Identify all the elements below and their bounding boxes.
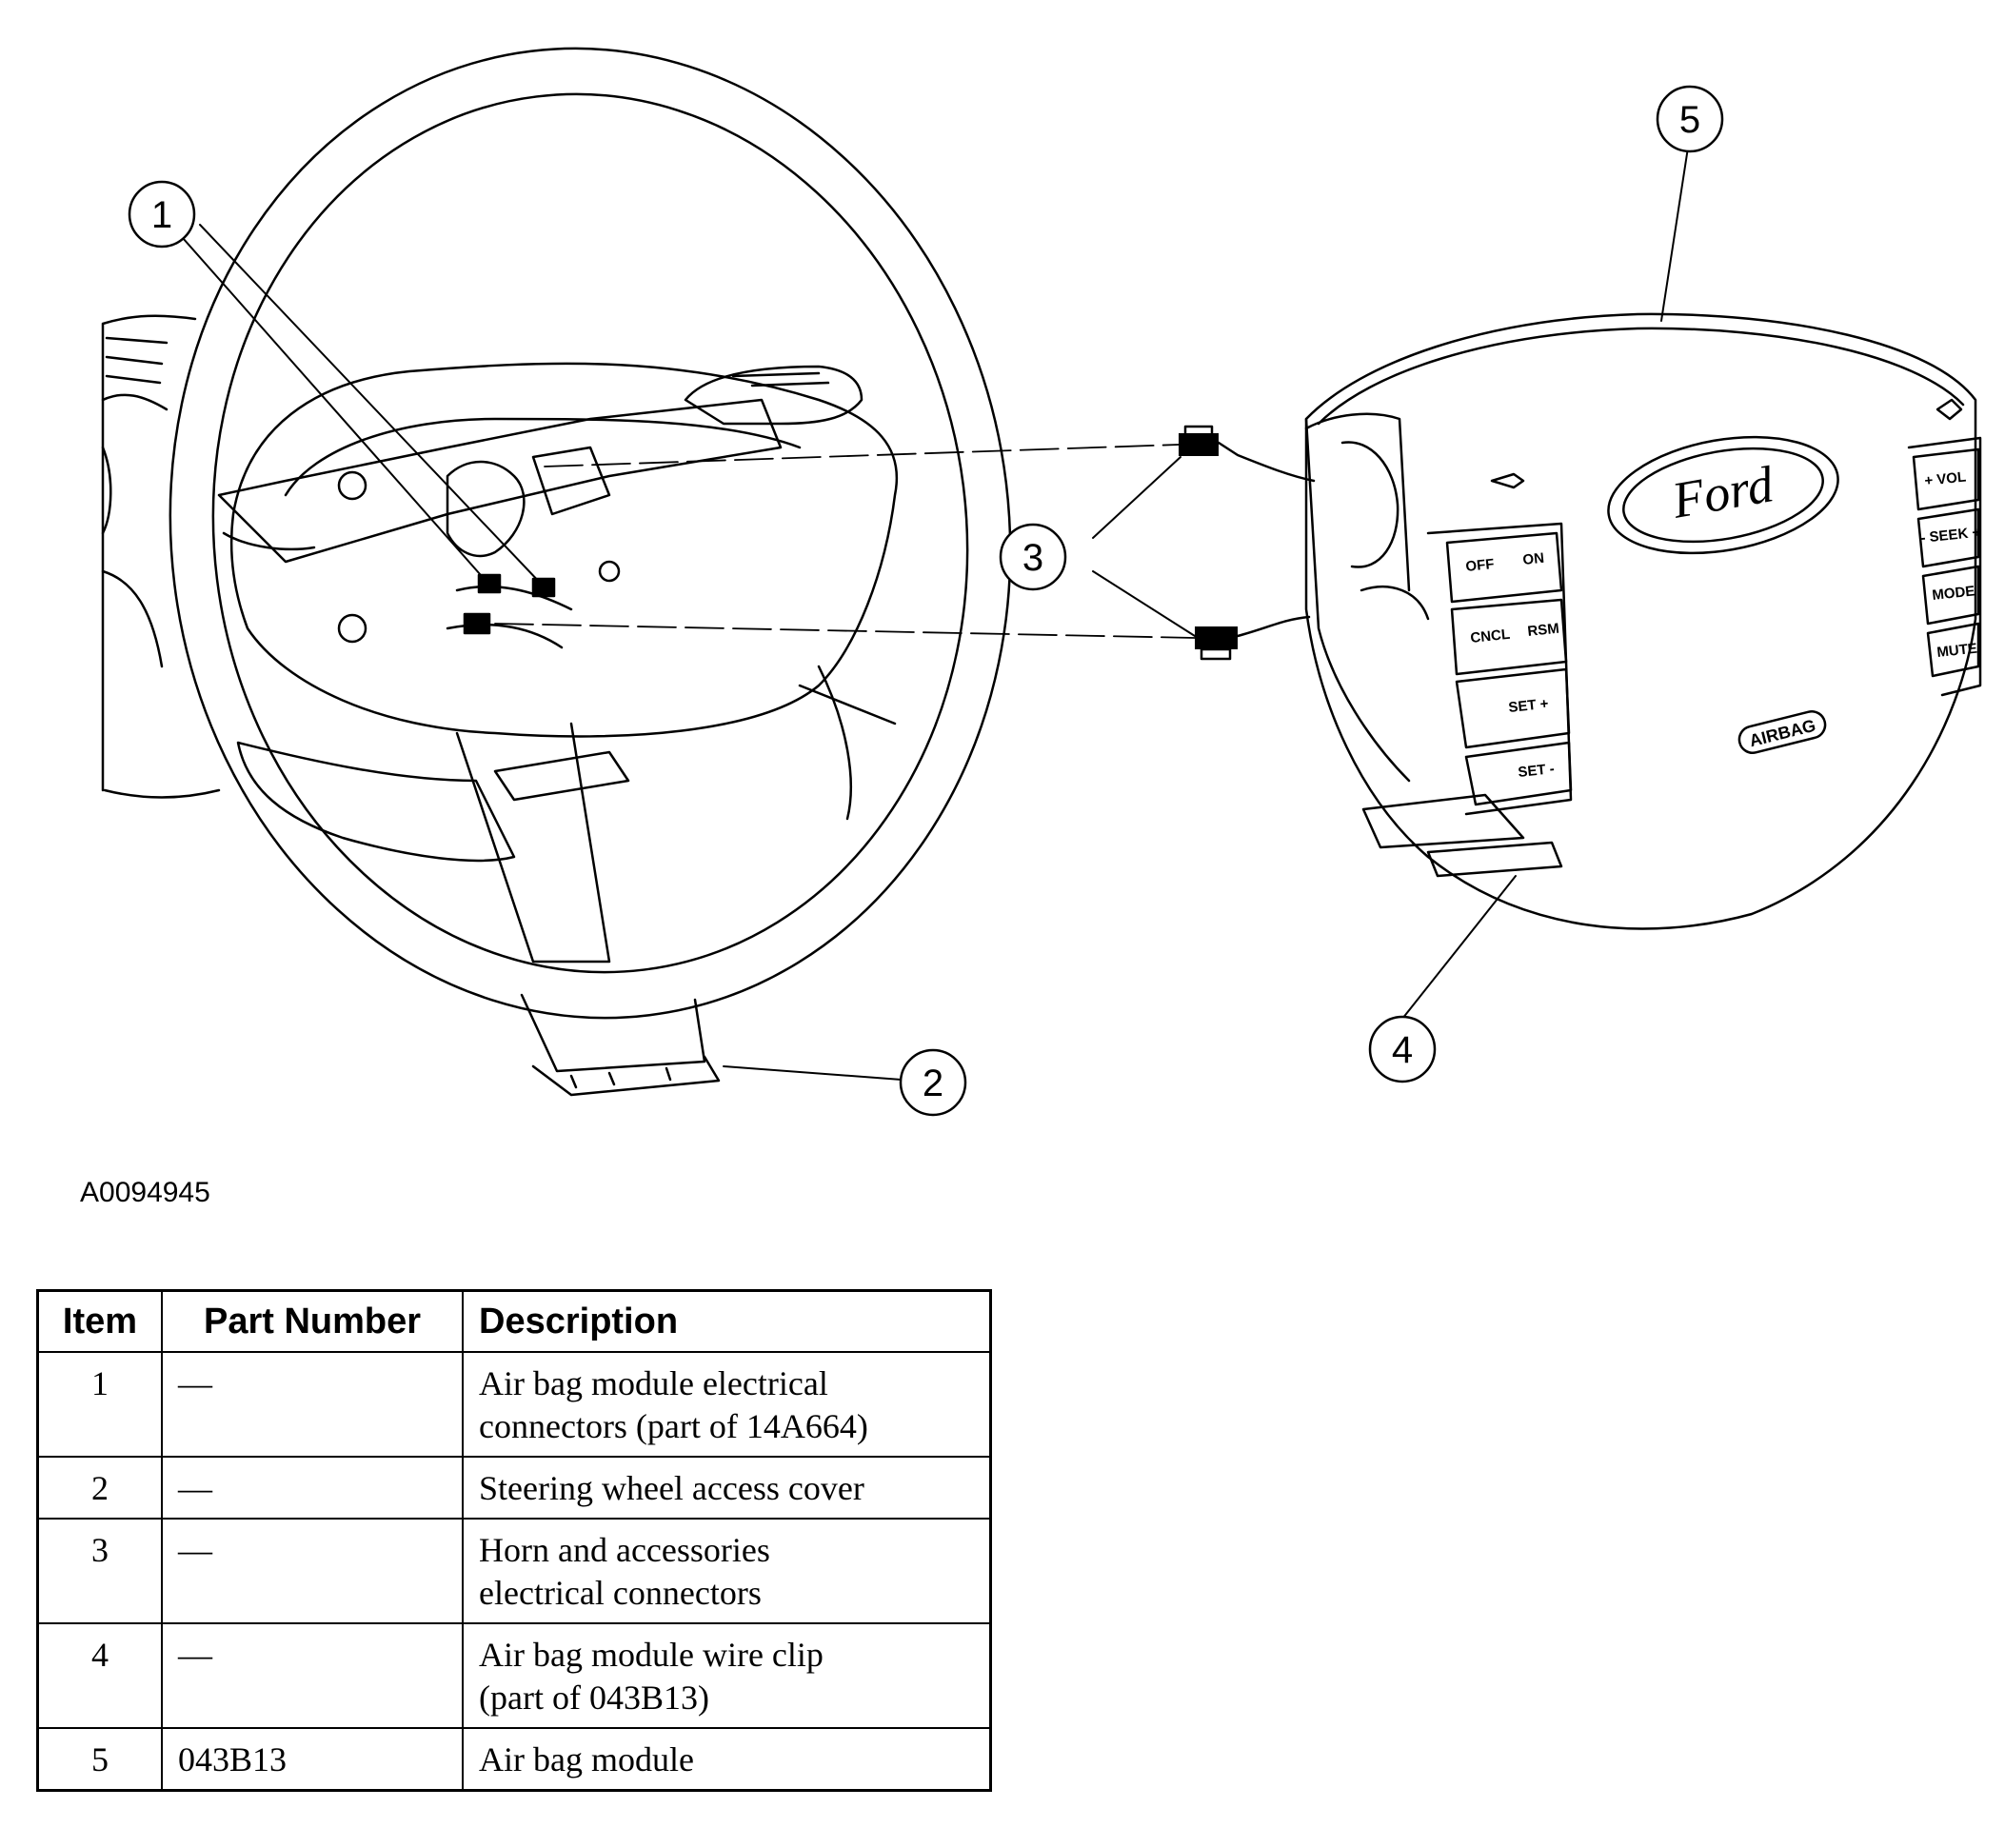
header-description: Description [462,1289,992,1353]
callout-2-circle [899,1048,967,1117]
cell-description: Horn and accessories electrical connecto… [462,1518,992,1624]
cell-part-number: — [161,1518,464,1624]
cell-item: 4 [36,1622,163,1729]
switch-label-cncl: CNCL [1470,626,1511,646]
switch-label-seek: - SEEK + [1920,524,1982,546]
table-row: 5 043B13 Air bag module [36,1727,992,1792]
table-row: 4 — Air bag module wire clip (part of 04… [36,1622,992,1729]
cell-part-number: — [161,1351,464,1458]
table-row: 3 — Horn and accessories electrical conn… [36,1518,992,1624]
parts-legend-table: Item Part Number Description 1 — Air bag… [36,1289,992,1792]
exploded-view-diagram: 1 2 3 4 5 Ford AIRBAG OFF ON CNCL RSM SE… [101,47,1982,1117]
cell-description: Air bag module wire clip (part of 043B13… [462,1622,992,1729]
callout-5-label: 5 [1679,99,1700,141]
cell-item: 2 [36,1456,163,1520]
callout-4-label: 4 [1392,1029,1413,1071]
callout-2-label: 2 [923,1063,943,1104]
dashboard-outline [101,314,221,799]
switch-label-rsm: RSM [1527,621,1560,640]
cell-description: Steering wheel access cover [462,1456,992,1520]
callout-3-circle [999,523,1067,591]
table-header-row: Item Part Number Description [36,1289,992,1353]
figure-id-label: A0094945 [80,1177,210,1208]
steering-wheel [169,47,1012,1097]
cell-item: 5 [36,1727,163,1792]
callout-4-circle [1368,1015,1437,1083]
header-part-number: Part Number [161,1289,464,1353]
header-item: Item [36,1289,163,1353]
callout-5-circle [1656,85,1724,153]
switch-label-mode: MODE [1932,583,1976,604]
airbag-module [1304,312,1982,930]
cell-description: Air bag module [462,1727,992,1792]
cell-item: 3 [36,1518,163,1624]
dashed-projection-lines [494,444,1196,639]
switch-label-set-plus: SET + [1508,696,1550,716]
cell-part-number: — [161,1456,464,1520]
cell-part-number: — [161,1622,464,1729]
switch-label-off: OFF [1465,556,1496,575]
cell-part-number: 043B13 [161,1727,464,1792]
callout-3-label: 3 [1022,537,1043,579]
switch-label-set-minus: SET - [1518,761,1556,781]
horn-connectors [1179,425,1316,661]
ford-logo-text: Ford [1667,455,1778,529]
switch-label-on: ON [1522,550,1545,568]
leader-lines [182,147,1689,1081]
switch-label-vol: + VOL [1924,468,1967,488]
switch-label-mute: MUTE [1936,641,1978,661]
callout-1-circle [128,180,196,248]
table-row: 2 — Steering wheel access cover [36,1456,992,1520]
cell-description: Air bag module electrical connectors (pa… [462,1351,992,1458]
table-row: 1 — Air bag module electrical connectors… [36,1351,992,1458]
cell-item: 1 [36,1351,163,1458]
callout-1-label: 1 [151,194,172,236]
